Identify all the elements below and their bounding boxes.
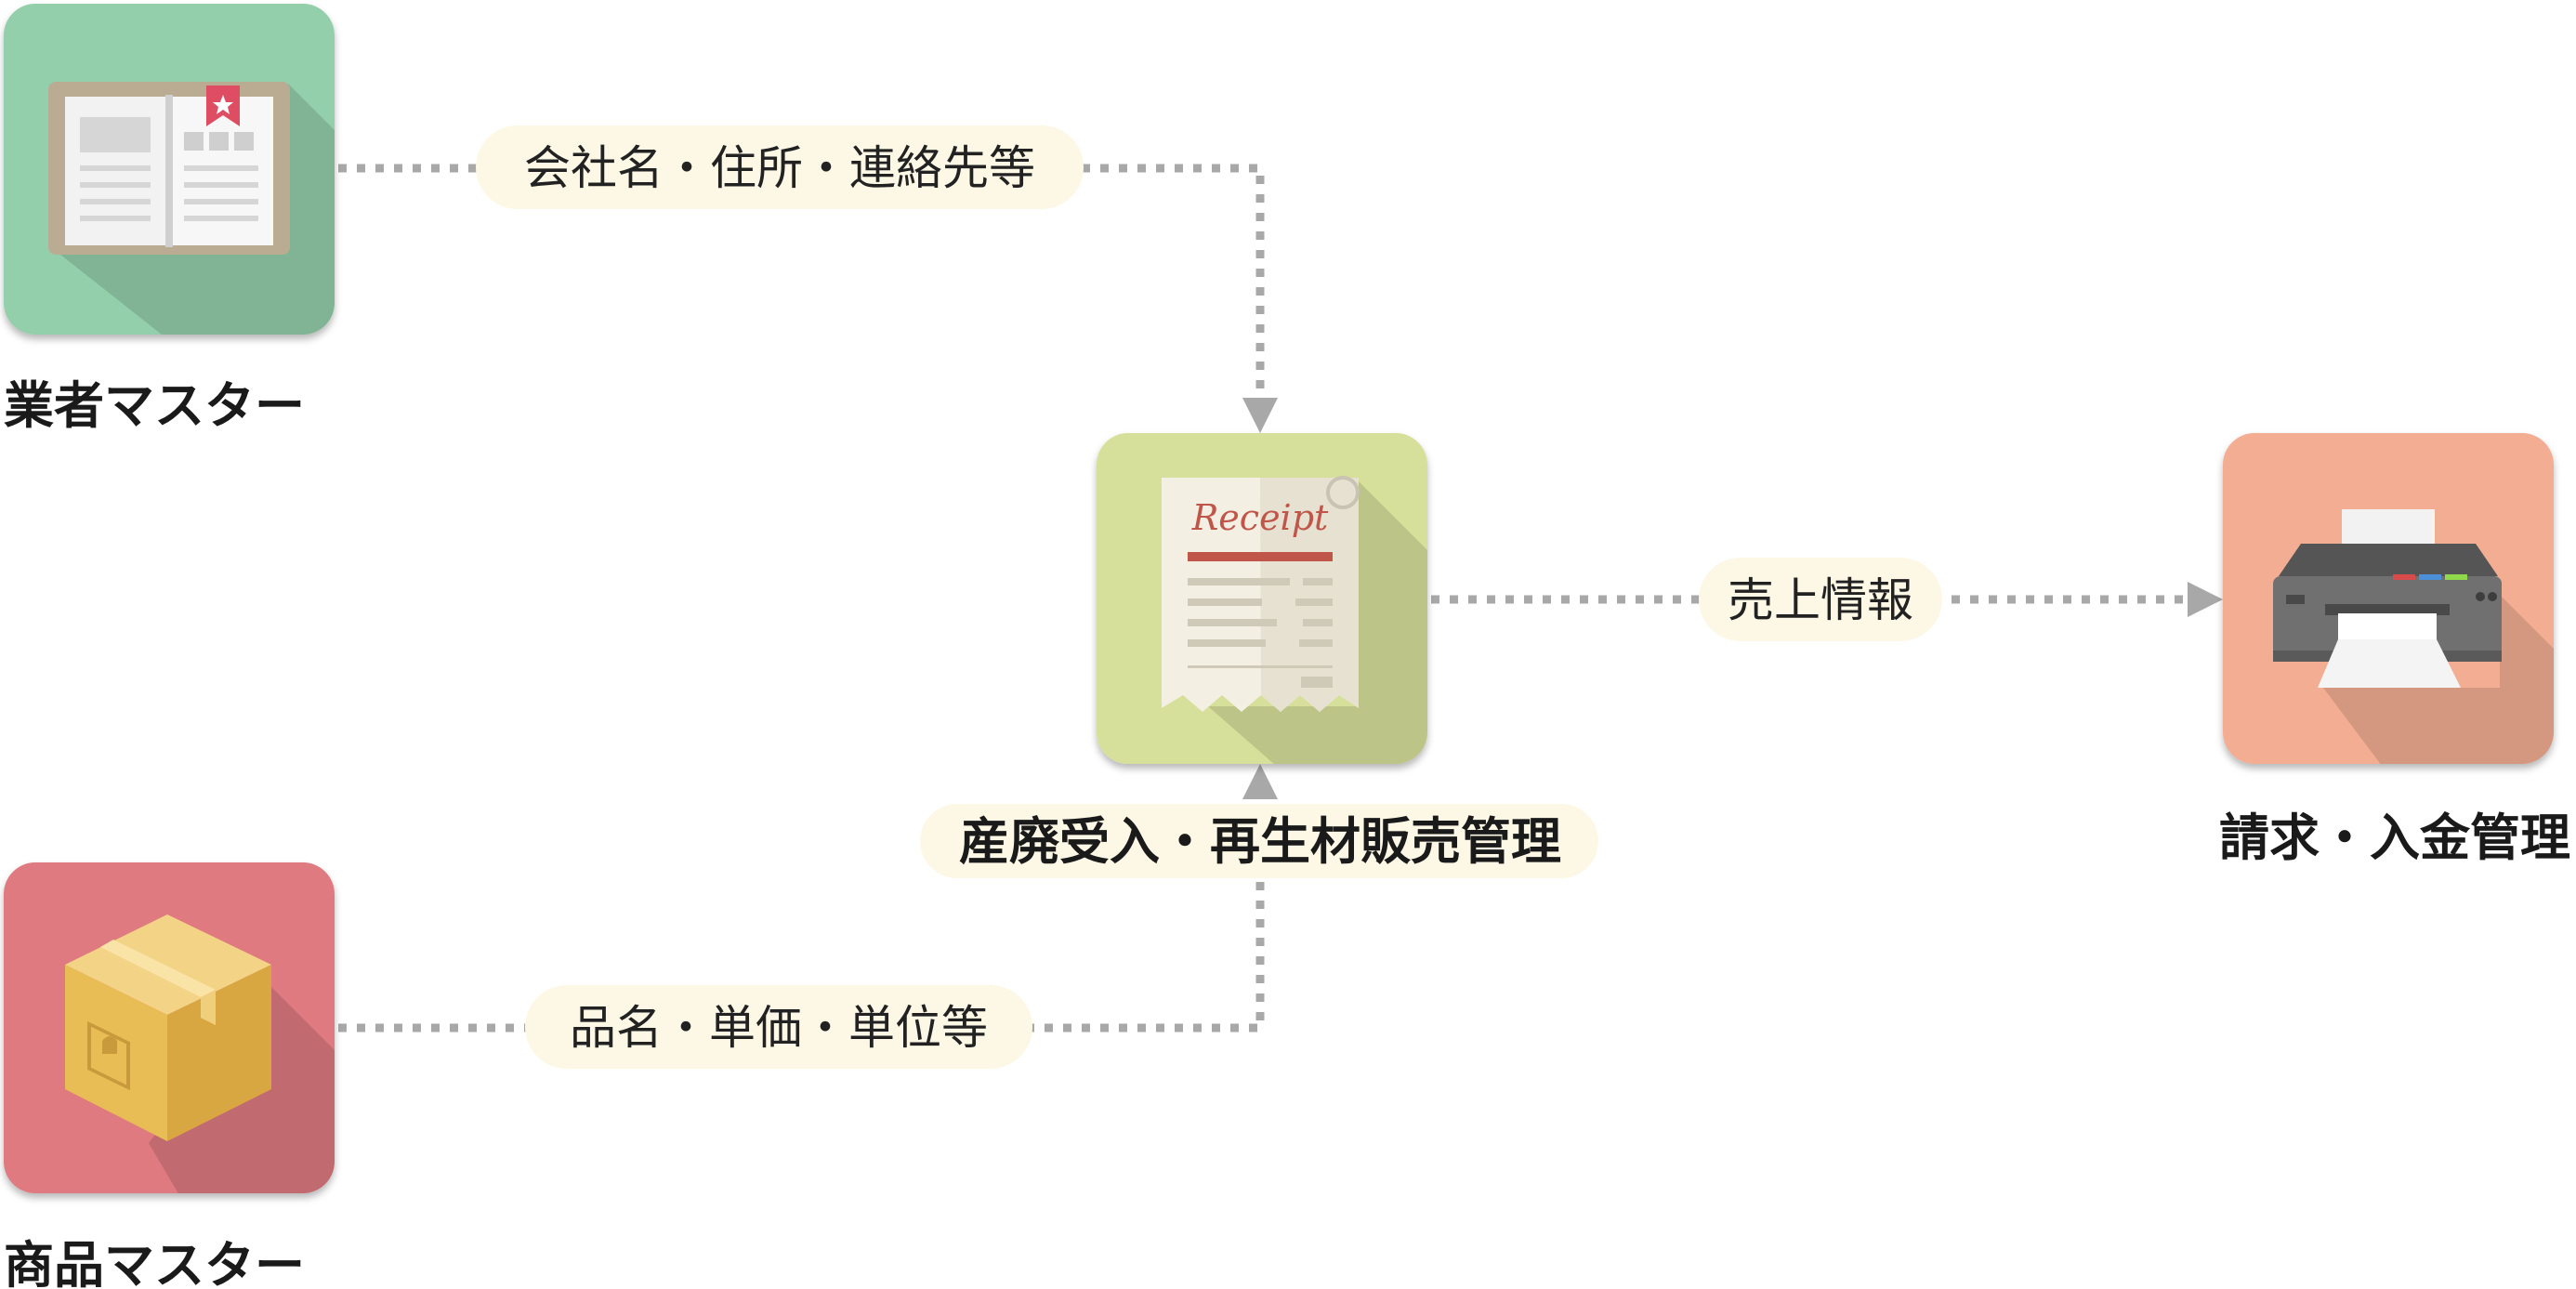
edge-label-text: 会社名・住所・連絡先等: [524, 141, 1035, 195]
node-vendor-master[interactable]: 業者マスター: [4, 4, 390, 435]
edge-label-vendor: 会社名・住所・連絡先等: [476, 125, 1084, 209]
connector-vendor-to-core: [338, 164, 1278, 433]
edge-label-sales: 売上情報: [1699, 558, 1942, 641]
edge-label-text: 品名・単価・単位等: [570, 1001, 988, 1055]
node-label: 業者マスター: [4, 376, 305, 435]
box-icon: [4, 862, 335, 1193]
node-billing[interactable]: 請求・入金管理: [2219, 433, 2576, 867]
node-product-master[interactable]: 商品マスター: [4, 862, 409, 1289]
arrowhead-down: [1242, 398, 1278, 433]
receipt-icon-title: Receipt: [1191, 497, 1329, 538]
edge-label-product: 品名・単価・単位等: [525, 985, 1032, 1069]
arrowhead-up: [1242, 764, 1278, 799]
connector-product-to-core: [338, 764, 1278, 1033]
edge-label-text: 売上情報: [1728, 573, 1913, 627]
printer-icon: [2223, 433, 2554, 764]
node-label: 商品マスター: [4, 1236, 305, 1289]
book-icon: [4, 4, 335, 335]
receipt-icon: Receipt: [1097, 433, 1427, 764]
node-core-system[interactable]: Receipt 産廃受入・再生材販売管理: [920, 433, 1598, 878]
node-label: 産廃受入・再生材販売管理: [959, 812, 1561, 871]
node-label: 請求・入金管理: [2219, 809, 2570, 867]
arrowhead-right: [2188, 582, 2223, 617]
